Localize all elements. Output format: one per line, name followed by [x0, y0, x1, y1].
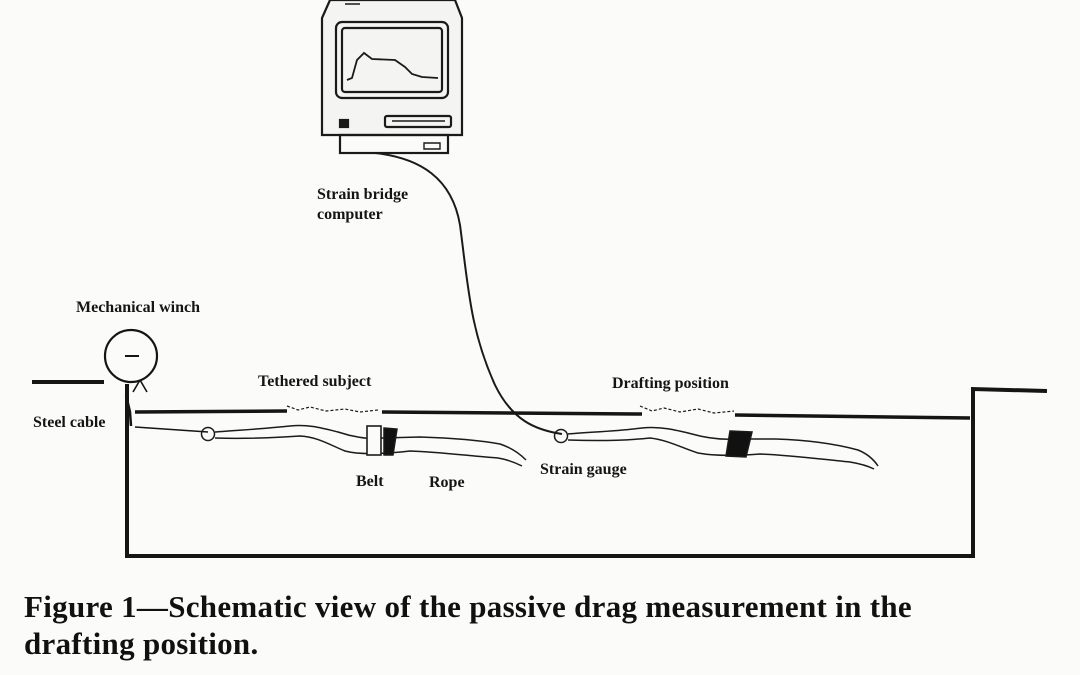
caption-line1: Figure 1—Schematic view of the passive d… — [24, 589, 912, 624]
tethered-subject-label: Tethered subject — [258, 373, 372, 390]
swimmer-icon — [553, 405, 879, 470]
pool — [32, 380, 1048, 558]
rope-label: Rope — [429, 474, 465, 491]
strain-gauge-label: Strain gauge — [540, 461, 627, 478]
winch-icon — [103, 328, 159, 393]
steel-cable-label: Steel cable — [33, 414, 106, 431]
gauge-cable — [374, 152, 563, 435]
winch-label: Mechanical winch — [76, 299, 200, 316]
computer-label-line1: Strain bridge — [317, 186, 409, 203]
belt-label: Belt — [356, 473, 384, 490]
monitor-icon — [320, 0, 464, 155]
figure-caption: Figure 1—Schematic view of the passive d… — [24, 588, 1064, 662]
computer-label-line2: computer — [317, 206, 383, 223]
swimmer-icon — [200, 405, 527, 467]
drafting-position-label: Drafting position — [612, 375, 729, 392]
caption-line2: drafting position. — [24, 626, 259, 661]
